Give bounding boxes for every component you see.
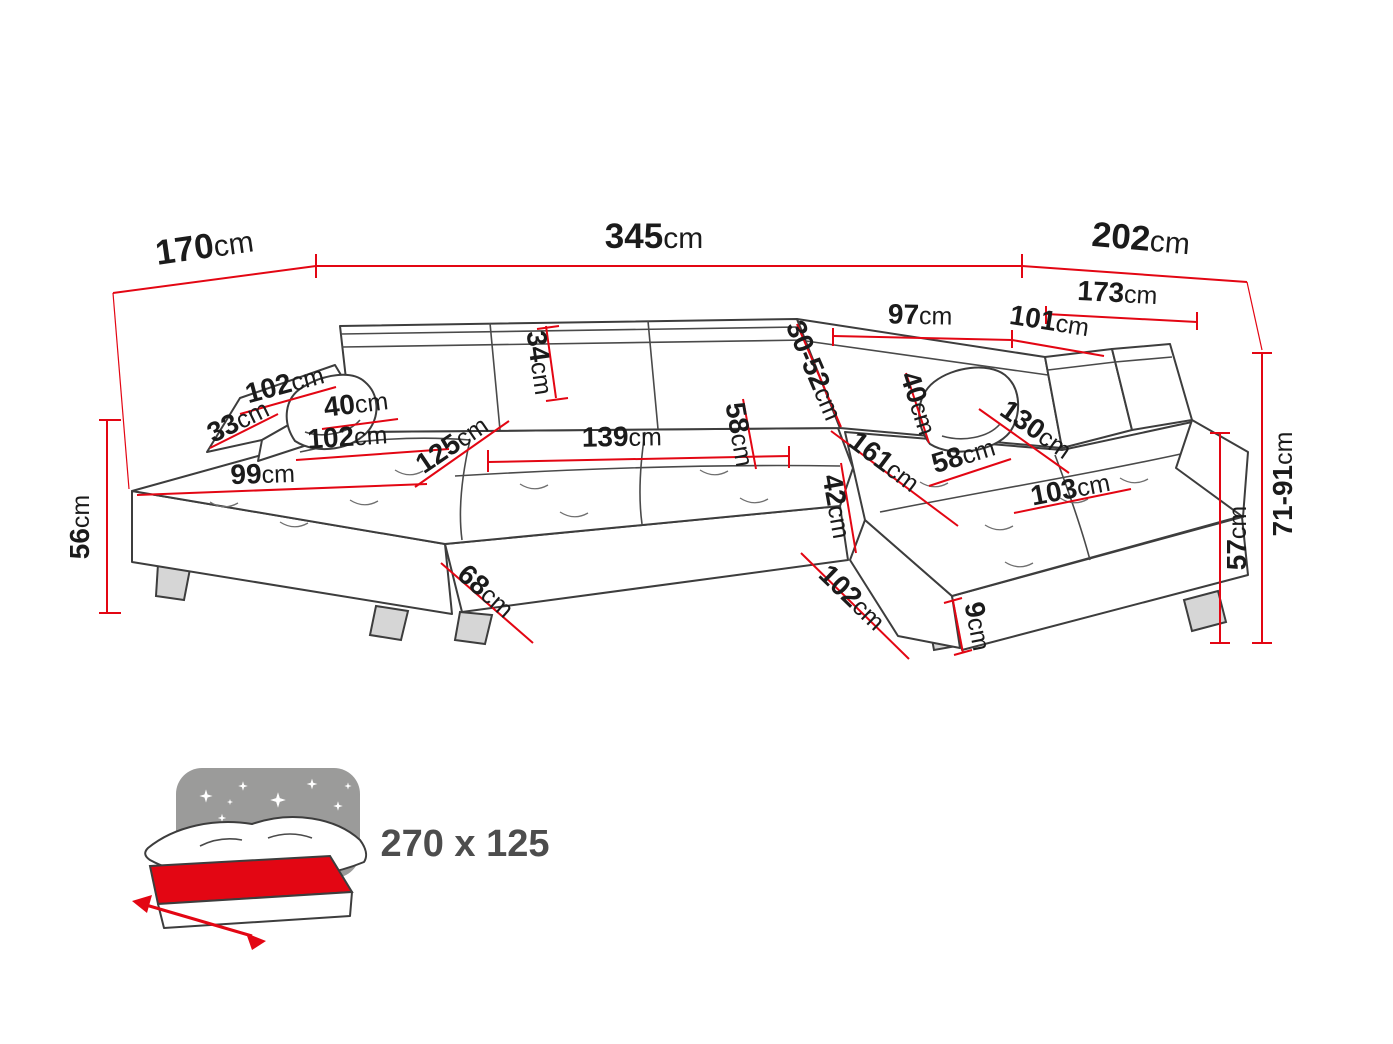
dim-label-170: 170cm (153, 220, 256, 272)
sofa-drawing (131, 318, 1249, 652)
dim-label-34: 34cm (521, 329, 561, 397)
dim-label-173: 173cm (1077, 275, 1159, 310)
dim-label-139: 139cm (582, 420, 663, 452)
width-arrow-icon (132, 895, 266, 950)
tufting-marks (209, 469, 1149, 568)
sleeping-area-icon: 270 x 125 (132, 768, 550, 950)
dim-label-103: 103cm (1028, 466, 1112, 512)
sleeping-area-label: 270 x 125 (380, 823, 549, 865)
backrest-main (339, 318, 841, 433)
dim-label-56: 56cm (64, 495, 95, 559)
dim-label-40-right: 40cm (894, 368, 943, 439)
dim-label-40-left: 40cm (322, 384, 390, 423)
dimension-lines (99, 254, 1272, 660)
dim-label-58-center: 58cm (719, 400, 761, 469)
dim-label-102-seat: 102cm (306, 418, 388, 455)
dim-label-9: 9cm (958, 599, 998, 653)
dim-label-71-91: 71-91cm (1267, 432, 1298, 537)
seat-deck-left (131, 427, 854, 545)
dim-label-345: 345cm (605, 217, 703, 256)
dim-label-99: 99cm (230, 457, 296, 490)
dim-label-57: 57cm (1221, 506, 1252, 570)
dim-label-202: 202cm (1090, 215, 1191, 262)
dim-label-101: 101cm (1008, 299, 1092, 342)
dim-label-42: 42cm (816, 472, 858, 541)
armrest-right (1175, 419, 1249, 518)
bed-base (157, 891, 353, 929)
dim-label-97: 97cm (888, 298, 953, 330)
